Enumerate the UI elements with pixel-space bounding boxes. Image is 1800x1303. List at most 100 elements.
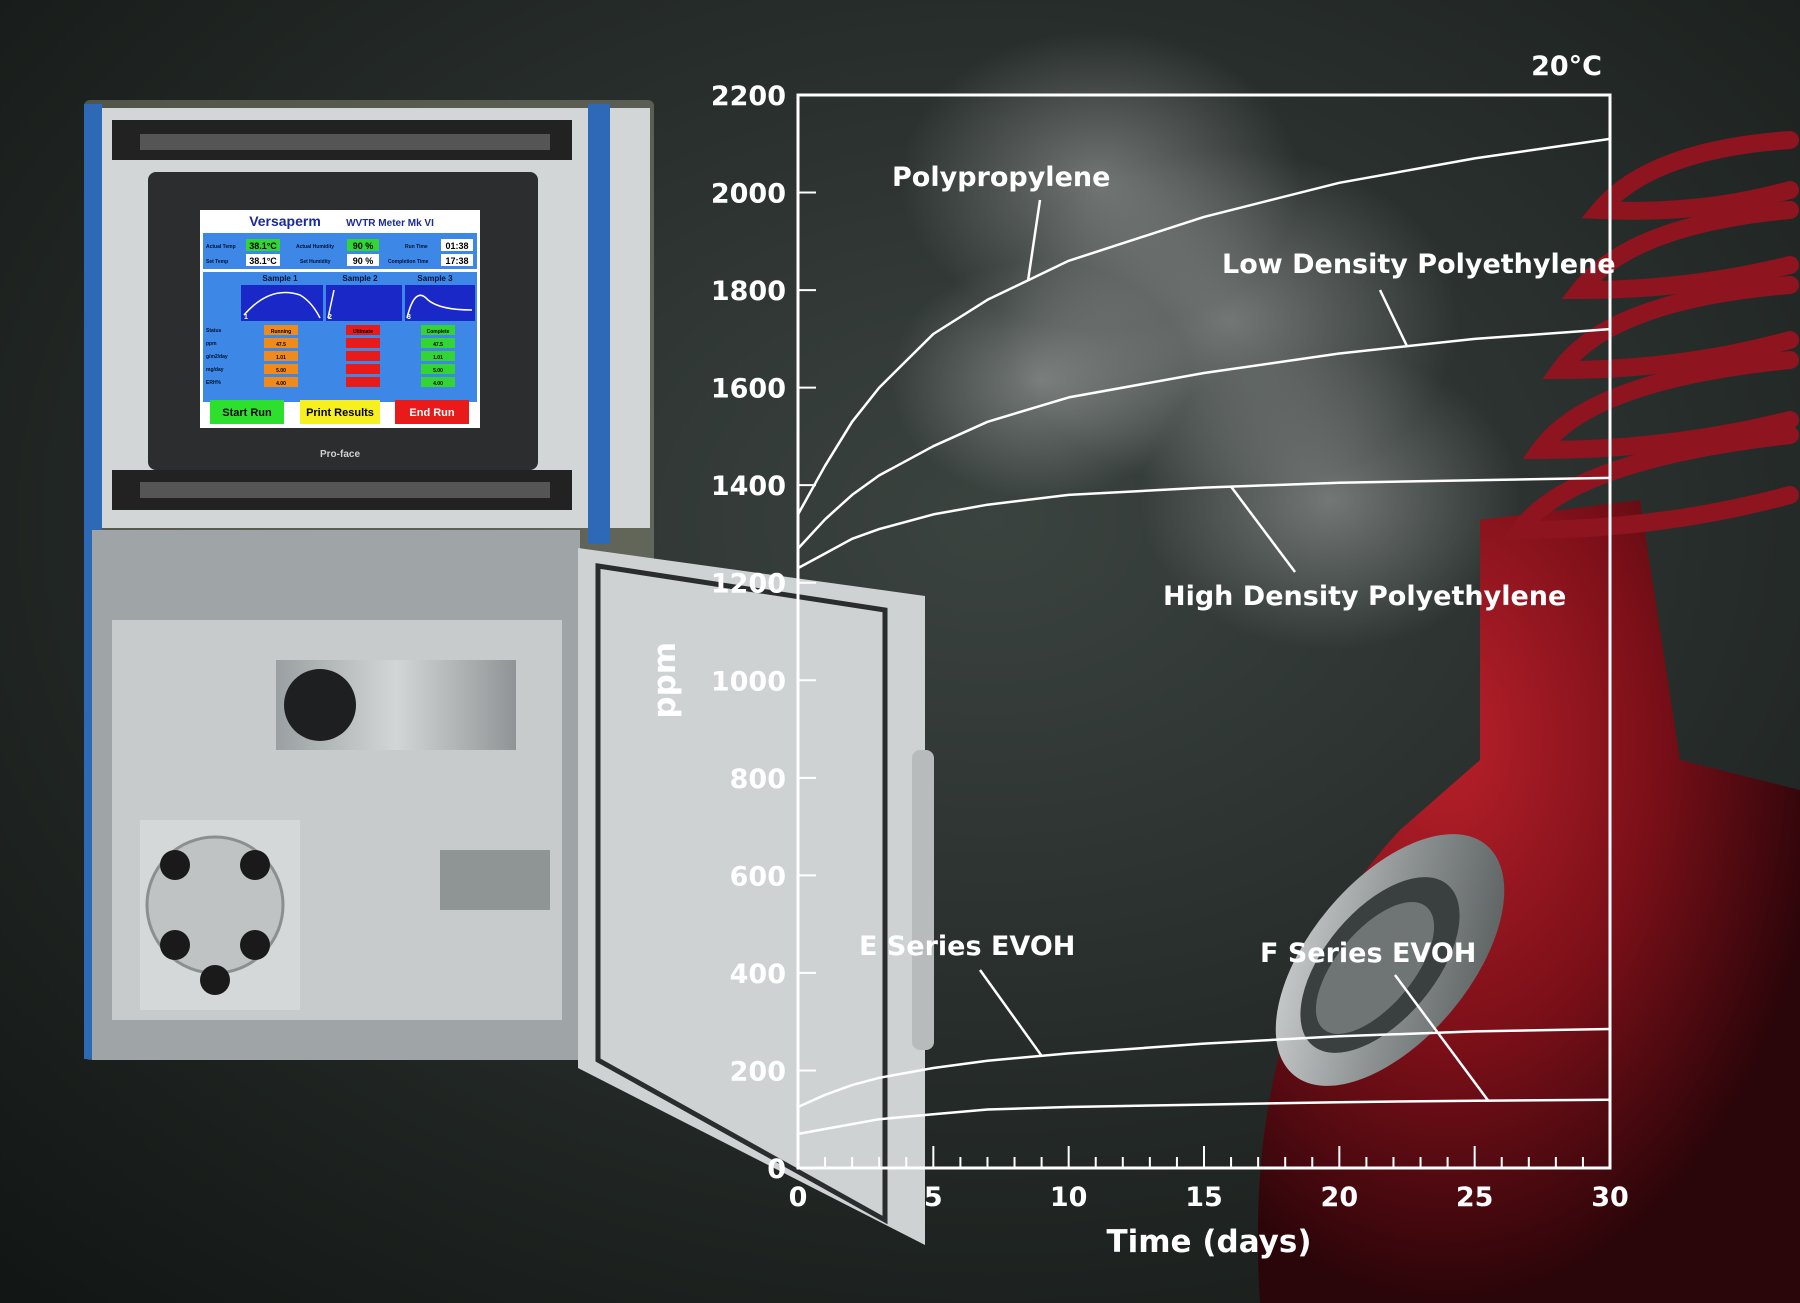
run-time-label: Run Time [405,244,428,250]
print-results-button[interactable] [300,400,380,424]
door-handle [912,750,934,1050]
cabinet-door [578,548,925,1245]
y-tick-label: 1400 [711,471,786,502]
screen-title: WVTR Meter Mk VI [346,218,434,229]
sample-2-number: 2 [328,314,332,321]
y-tick-label: 1600 [711,374,786,405]
row-label-mgday: mg/day [206,367,224,373]
start-run-button[interactable] [210,400,284,424]
series-label-4: E Series EVOH [859,931,1075,962]
sample-3-mgday: 5.00 [433,368,443,374]
coil-handle [1502,131,1799,540]
touchscreen-display: Versaperm WVTR Meter Mk VI Actual Temp 3… [200,210,480,428]
sample-1-mgday: 5.00 [276,368,286,374]
y-tick-label: 1000 [711,666,786,697]
sample-1-gm2day: 1.01 [276,355,286,361]
series-line-2 [797,327,1611,550]
chart-title: 20°C [1531,51,1602,82]
sample-3-number: 3 [407,314,411,321]
beaker [440,850,550,910]
sample-3-ppm: 47.5 [433,342,443,348]
set-humidity-label: Set Humidity [300,259,331,265]
actual-temp-value: 38.1°C [249,241,277,251]
sample-3-erh: 4.00 [433,381,443,387]
sample-1-status: Running [271,329,291,335]
x-tick-label: 25 [1456,1182,1494,1213]
sample-1-number: 1 [244,314,248,321]
actual-temp-label: Actual Temp [206,244,236,250]
row-label-erh: ERH% [206,380,222,386]
brand-logo: Versaperm [249,213,321,229]
series-lines [796,137,1611,1136]
end-run-button[interactable] [395,400,469,424]
sample-3-heading: Sample 3 [417,274,453,283]
sample-1-ppm: 47.5 [276,342,286,348]
series-label-3: High Density Polyethylene [1163,581,1566,612]
set-humidity-value: 90 % [353,256,374,266]
sample-cell-plate [140,820,300,1010]
sample-1-erh: 4.00 [276,381,286,387]
completion-time-value: 17:38 [445,256,468,266]
series-label-5: F Series EVOH [1260,938,1476,969]
y-tick-label: 2000 [711,179,786,210]
x-tick-label: 5 [924,1182,943,1213]
sample-3-values: Complete 47.5 1.01 5.00 4.00 [421,325,455,387]
series-label-1: Polypropylene [892,162,1110,193]
steam-cloud [890,30,1520,650]
y-tick-label: 1200 [711,569,786,600]
series-line-3 [797,476,1611,570]
row-label-ppm: ppm [206,341,217,347]
y-tick-label: 400 [730,959,786,990]
sample-3-status: Complete [427,329,450,335]
series-line-1 [796,137,1611,516]
label-leader-lines [978,199,1490,1102]
leader-line-4 [978,969,1043,1057]
sample-3-gm2day: 1.01 [433,355,443,361]
x-axis-title: Time (days) [1106,1224,1311,1260]
series-line-5 [797,1098,1611,1136]
x-tick-label: 15 [1185,1182,1223,1213]
fan-icon [284,669,356,741]
actual-humidity-label: Actual Humidity [296,244,334,250]
instrument-cabinet: Pro-face Versaperm WVTR Meter Mk VI Actu… [84,100,934,1245]
actual-humidity-value: 90 % [353,241,374,251]
sample-2-heading: Sample 2 [342,274,378,283]
x-tick-label: 30 [1591,1182,1629,1213]
y-tick-label: 600 [730,861,786,892]
sample-1-heading: Sample 1 [262,274,298,283]
kettle-spout [1275,834,1505,1086]
permeation-chart: 0 5 10 15 20 25 30 0 200 400 600 800 1000 1200 1400 16… [647,51,1629,1260]
row-label-gm2day: g/m2/day [206,354,228,360]
series-line-4 [797,1027,1611,1109]
print-results-label: Print Results [306,407,374,419]
y-axis-title: ppm [647,642,683,719]
sample-3-graph [405,285,475,321]
x-axis: 0 5 10 15 20 25 30 [789,1146,1629,1213]
leader-line-1 [1026,199,1042,281]
end-run-label: End Run [409,407,454,419]
completion-time-label: Completion Time [388,259,429,265]
set-temp-value: 38.1°C [249,256,277,266]
y-tick-label: 800 [730,764,786,795]
sample-2-values: Ultimate [346,325,380,387]
sample-2-graph [326,285,402,321]
x-tick-label: 10 [1050,1182,1088,1213]
leader-line-3 [1230,485,1297,573]
y-tick-label: 2200 [711,81,786,112]
sample-1-values: Running 47.5 1.01 5.00 4.00 [264,325,298,387]
sample-2-status: Ultimate [353,329,373,335]
x-tick-label: 20 [1321,1182,1359,1213]
y-tick-label: 1800 [711,276,786,307]
bezel-logo: Pro-face [320,449,360,460]
series-label-2: Low Density Polyethylene [1222,249,1616,280]
y-axis: 0 200 400 600 800 1000 1200 1400 1600 1800 2000 220… [711,81,816,1185]
x-tick-label: 0 [789,1182,808,1213]
set-temp-label: Set Temp [206,259,228,265]
run-time-value: 01:38 [445,241,468,251]
y-tick-label: 200 [730,1056,786,1087]
start-run-label: Start Run [222,407,272,419]
leader-line-2 [1378,289,1409,347]
y-tick-label: 0 [767,1154,786,1185]
